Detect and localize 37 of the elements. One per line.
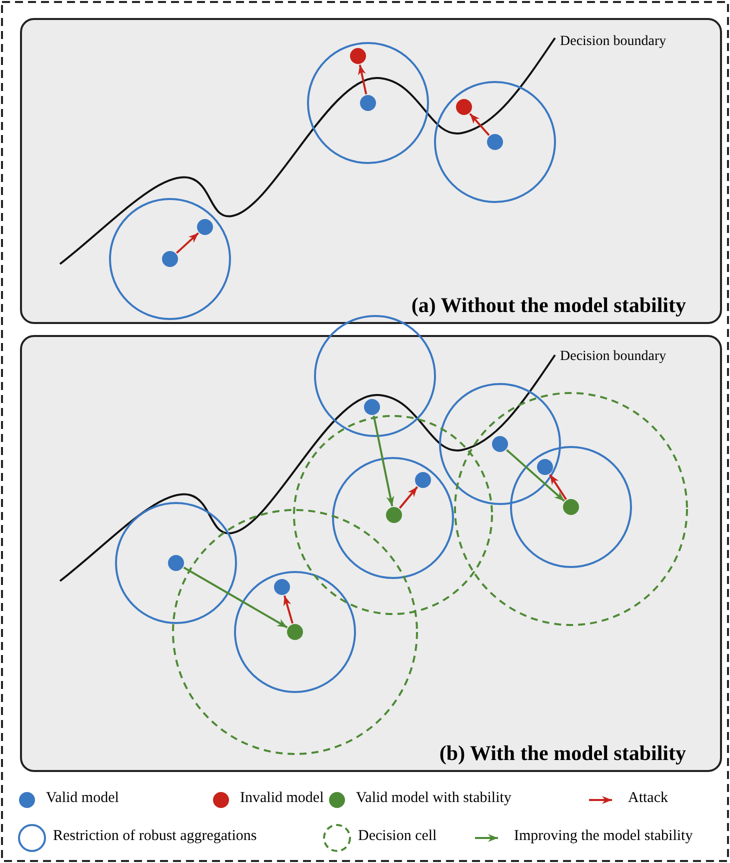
model-dot: [456, 99, 472, 115]
arrow: [549, 474, 567, 500]
arrow: [372, 416, 394, 506]
boundary-label: Decision boundary: [560, 34, 666, 50]
model-dot: [386, 507, 402, 523]
model-dot: [197, 219, 213, 235]
legend-text: Valid model: [46, 790, 119, 807]
panel-caption: (b) With the model stability: [439, 741, 686, 766]
arrow: [183, 566, 288, 628]
arrow: [506, 449, 565, 502]
model-dot: [168, 555, 184, 571]
panel-caption: (a) Without the model stability: [411, 293, 686, 318]
legend-text: Improving the model stability: [514, 828, 693, 845]
model-dot: [287, 624, 303, 640]
model-dot: [364, 399, 380, 415]
arrow: [398, 486, 418, 509]
model-dot: [487, 134, 503, 150]
legend-text: Decision cell: [358, 828, 437, 845]
arrow: [176, 232, 200, 254]
model-dot: [537, 459, 553, 475]
model-dot: [563, 499, 579, 515]
arrow: [358, 64, 368, 94]
legend-text: Valid model with stability: [356, 790, 512, 807]
model-dot: [162, 251, 178, 267]
boundary-label: Decision boundary: [560, 349, 666, 365]
panel: [20, 18, 722, 324]
legend-text: Attack: [628, 790, 668, 807]
arrow: [469, 113, 490, 136]
model-dot: [492, 436, 508, 452]
legend-text: Restriction of robust aggregations: [53, 828, 257, 845]
arrow: [283, 595, 294, 624]
panel: [20, 335, 722, 772]
model-dot: [350, 48, 366, 64]
model-dot: [415, 472, 431, 488]
model-dot: [274, 579, 290, 595]
model-dot: [360, 95, 376, 111]
legend-text: Invalid model: [240, 790, 324, 807]
